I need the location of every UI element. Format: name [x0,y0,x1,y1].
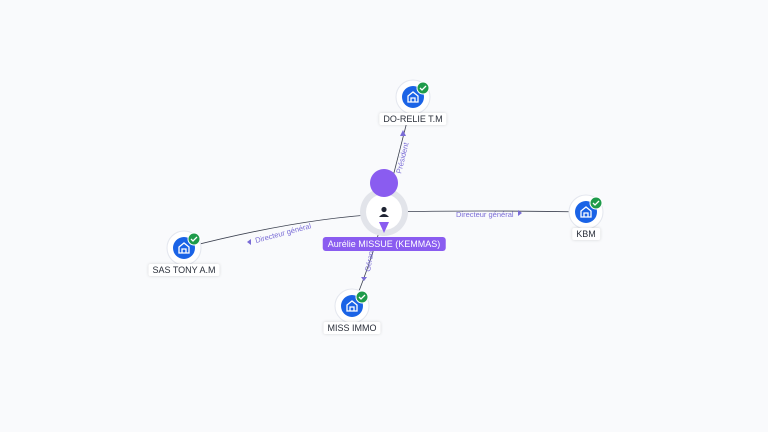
arrow-miss-immo [361,277,367,281]
edge-label-kbm: Directeur général [456,210,514,219]
arrow-do-relie [400,130,406,136]
map-pin-marker [370,169,399,233]
company-label-kbm[interactable]: KBM [572,228,600,240]
company-node-sas-tony[interactable] [166,230,202,266]
company-node-kbm[interactable] [568,194,604,230]
company-label-miss-immo[interactable]: MISS IMMO [323,322,381,334]
arrow-sas-tony [247,239,251,245]
person-icon [379,206,389,217]
arrow-kbm [518,210,522,216]
verified-check-icon [355,290,369,304]
person-name-label[interactable]: Aurélie MISSUE (KEMMAS) [322,237,446,251]
edge-label-miss-immo: Gérant [363,247,376,272]
verified-check-icon [187,232,201,246]
person-node[interactable] [360,169,408,236]
edge-label-do-relie: Président [394,141,411,175]
edge-label-sas-tony: Directeur général [254,221,312,245]
verified-check-icon [589,196,603,210]
verified-check-icon [416,81,430,95]
company-label-sas-tony[interactable]: SAS TONY A.M [148,264,220,276]
company-label-do-relie[interactable]: DO-RELIE T.M [379,113,447,125]
company-node-miss-immo[interactable] [334,288,370,324]
company-node-do-relie[interactable] [395,79,431,115]
